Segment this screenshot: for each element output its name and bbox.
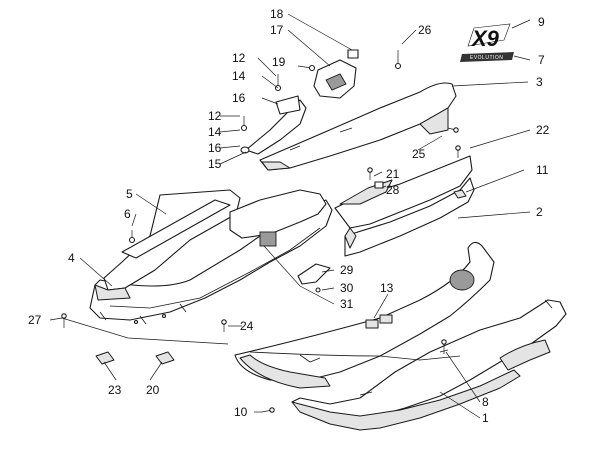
callout-20: 20 (146, 383, 160, 397)
callout-14-upper: 14 (232, 69, 246, 83)
callout-5: 5 (126, 187, 133, 201)
callout-12-lower: 12 (208, 109, 222, 123)
screw-21 (367, 167, 373, 180)
callout-14-lower: 14 (208, 125, 222, 139)
screw-12-upper (274, 74, 282, 92)
part-28-plate (339, 179, 393, 205)
screw-26 (394, 50, 402, 70)
callout-9: 9 (538, 15, 545, 29)
callout-6: 6 (124, 207, 131, 221)
callout-7: 7 (538, 53, 545, 67)
callout-10: 10 (234, 405, 248, 419)
callout-11: 11 (536, 163, 549, 177)
screw-8 (441, 339, 447, 354)
callout-18: 18 (270, 7, 284, 21)
callout-27: 27 (28, 313, 42, 327)
callout-17: 17 (270, 23, 284, 37)
callout-12-upper: 12 (232, 51, 246, 65)
x9-logo-text: X9 (470, 26, 500, 51)
callout-21: 21 (386, 167, 400, 181)
screw-19 (297, 64, 316, 72)
screw-27 (61, 313, 67, 328)
callout-19: 19 (272, 55, 286, 69)
evolution-badge-text: EVOLUTION (470, 55, 503, 61)
callout-2: 2 (536, 205, 543, 219)
screw-22 (455, 145, 461, 158)
callout-23: 23 (108, 383, 122, 397)
callout-24: 24 (240, 319, 254, 333)
callout-30: 30 (340, 281, 354, 295)
part-20-clip (155, 351, 175, 365)
part-2-tunnel-cover (344, 177, 475, 257)
part-17-bracket (313, 49, 359, 99)
part-11-clip (453, 189, 467, 199)
part-15-bracket (240, 95, 307, 155)
callout-labels: 18 17 19 26 9 7 3 12 14 16 12 14 16 15 2… (28, 7, 550, 425)
screw-24 (221, 319, 227, 332)
part-29-pad (297, 263, 331, 285)
screw-25 (447, 127, 459, 133)
screw-12-lower (240, 116, 248, 132)
callout-8: 8 (482, 395, 489, 409)
callout-16-lower: 16 (208, 141, 222, 155)
screw-10 (261, 407, 275, 413)
screw-6 (128, 230, 136, 244)
part-1-lower-fairing (234, 241, 567, 431)
screw-30 (315, 287, 321, 293)
lower-rail-panel (334, 155, 473, 229)
x9-logo: X9 (467, 23, 511, 51)
callout-3: 3 (536, 75, 543, 89)
part-3-upper-rail (259, 82, 457, 171)
callout-13: 13 (380, 281, 394, 295)
callout-26: 26 (418, 23, 432, 37)
callout-25: 25 (412, 147, 426, 161)
evolution-badge: EVOLUTION (460, 52, 514, 62)
callout-22: 22 (536, 123, 550, 137)
callout-31: 31 (340, 297, 354, 311)
callout-15: 15 (208, 157, 222, 171)
callout-28: 28 (386, 183, 400, 197)
callout-16-upper: 16 (232, 91, 246, 105)
callout-29: 29 (340, 263, 354, 277)
part-23-clip (95, 351, 115, 365)
part-5-plate (121, 199, 231, 259)
leader-lines (49, 13, 531, 419)
callout-4: 4 (68, 251, 75, 265)
callout-1: 1 (482, 411, 489, 425)
